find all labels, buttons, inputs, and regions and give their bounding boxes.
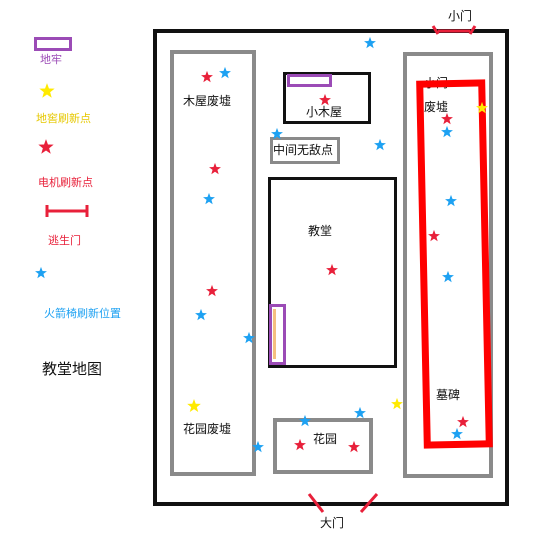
generator-legend-label: 电机刷新点	[38, 176, 93, 189]
rocket-spawn-star	[444, 194, 458, 208]
small-gate-marker	[431, 25, 477, 35]
rocket-legend-icon	[34, 266, 48, 280]
generator-spawn-star	[440, 112, 454, 126]
church-dungeon-inner	[273, 309, 276, 359]
rocket-spawn-star	[218, 66, 232, 80]
cabin-dungeon	[287, 74, 332, 87]
map-title: 教堂地图	[42, 360, 103, 378]
tomb-highlight	[416, 79, 493, 449]
outer-wall	[153, 29, 509, 506]
church-label: 教堂	[308, 224, 333, 238]
rocket-spawn-star	[440, 125, 454, 139]
rocket-spawn-star	[202, 192, 216, 206]
rocket-spawn-star	[298, 414, 312, 428]
middle-safe-zone	[270, 137, 340, 164]
garden-label: 花园	[313, 432, 338, 446]
rocket-spawn-star	[251, 440, 265, 454]
rocket-spawn-star	[450, 427, 464, 441]
exit-legend-icon	[45, 205, 89, 217]
dungeon-legend-label: 地牢	[40, 53, 62, 66]
dungeon-legend-icon	[34, 37, 72, 51]
rocket-legend-label: 火箭椅刷新位置	[44, 307, 121, 320]
generator-spawn-star	[325, 263, 339, 277]
generator-spawn-star	[293, 438, 307, 452]
generator-legend-icon	[37, 138, 55, 156]
small-cabin-label: 小木屋	[306, 105, 343, 119]
middle-safe-label: 中间无敌点	[273, 143, 334, 157]
rocket-spawn-star	[194, 308, 208, 322]
rocket-spawn-star	[242, 331, 256, 345]
cellar-spawn-star	[475, 101, 489, 115]
generator-spawn-star	[347, 440, 361, 454]
rocket-spawn-star	[373, 138, 387, 152]
rocket-spawn-star	[270, 127, 284, 141]
garden-ruins-label: 花园废墟	[183, 422, 232, 436]
cellar-spawn-star	[390, 397, 404, 411]
cellar-legend-icon	[38, 82, 56, 100]
cellar-legend-label: 地窖刷新点	[36, 112, 91, 125]
generator-spawn-star	[205, 284, 219, 298]
church-building	[268, 177, 397, 368]
left-ruins-region	[170, 50, 256, 476]
rocket-spawn-star	[441, 270, 455, 284]
rocket-spawn-star	[353, 406, 367, 420]
cellar-spawn-star	[186, 398, 202, 414]
exit-legend-label: 逃生门	[48, 234, 81, 247]
generator-spawn-star	[208, 162, 222, 176]
cabin-ruins-label: 木屋废墟	[183, 94, 232, 108]
main-gate-marker	[307, 493, 379, 513]
church-dungeon	[269, 304, 286, 365]
tomb-label: 墓碑	[436, 388, 461, 402]
garden-region	[273, 418, 373, 474]
right-ruins-label: 废墟	[424, 100, 449, 114]
rocket-spawn-star	[363, 36, 377, 50]
generator-spawn-star	[200, 70, 214, 84]
main-gate-label: 大门	[320, 516, 345, 530]
small-gate-label: 小门	[448, 9, 473, 23]
right-ruins-region	[403, 52, 493, 478]
generator-spawn-star	[318, 93, 332, 107]
small-cabin	[283, 72, 371, 124]
right-ruins-top-label: 小门	[424, 76, 449, 90]
generator-spawn-star	[427, 229, 441, 243]
